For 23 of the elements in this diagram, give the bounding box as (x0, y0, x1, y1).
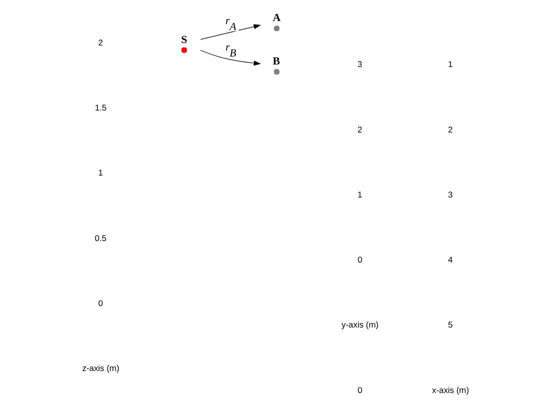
label: 2 (357, 124, 362, 134)
label: 1.5 (94, 102, 106, 113)
label: 0 (357, 384, 362, 395)
label: 0 (357, 254, 362, 264)
label: 3 (447, 189, 452, 200)
label: 0 (98, 298, 102, 308)
node-label: A (272, 12, 280, 24)
arrow (200, 24, 261, 40)
label: z-axis (m) (82, 363, 119, 374)
label: 1 (447, 59, 452, 70)
label: y-axis (m) (341, 320, 378, 330)
label: x-axis (m) (431, 384, 469, 395)
label: 2 (447, 124, 452, 134)
label: 1 (98, 168, 102, 178)
label: 0.5 (94, 232, 106, 243)
label: 5 (447, 320, 452, 330)
label: 4 (447, 254, 452, 264)
node-label: B (272, 56, 280, 68)
node-label: S (180, 34, 187, 46)
label: 3 (357, 59, 362, 70)
label: 2 (98, 37, 102, 48)
arrow (200, 50, 261, 66)
label: 1 (357, 189, 362, 200)
